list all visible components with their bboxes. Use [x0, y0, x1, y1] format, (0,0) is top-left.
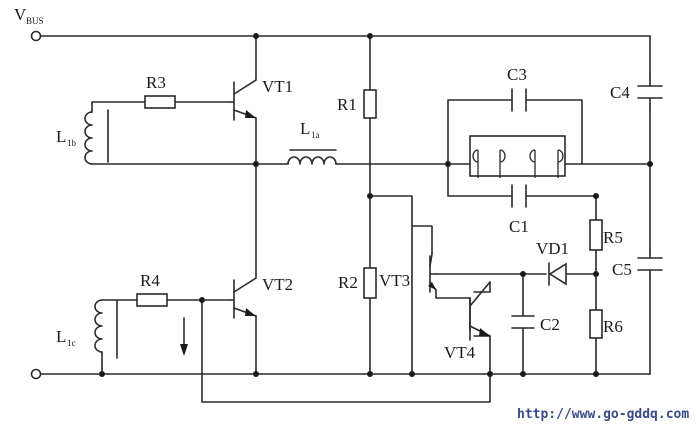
l1b-label: L	[56, 127, 66, 146]
vt2-label: VT2	[262, 275, 293, 294]
l1a-sub-label: 1a	[311, 130, 320, 140]
inductor-l1a	[287, 149, 337, 165]
resistor-r2	[363, 267, 377, 299]
resistor-r3	[144, 95, 176, 109]
capacitor-c2	[511, 315, 535, 329]
resistor-r4	[136, 293, 168, 307]
vbus-label: V	[14, 5, 27, 24]
capacitor-c4	[637, 77, 663, 107]
vbus-terminal	[30, 30, 42, 42]
r3-label: R3	[146, 73, 166, 92]
transistor-vt1	[229, 79, 257, 121]
r2-label: R2	[338, 273, 358, 292]
vbus-sub-label: BUS	[26, 16, 44, 26]
c3-label: C3	[507, 65, 527, 84]
l1c-label: L	[56, 327, 66, 346]
junction-dots	[99, 33, 653, 377]
c2-label: C2	[540, 315, 560, 334]
fluorescent-lamp	[469, 135, 566, 178]
vt3-label: VT3	[379, 271, 410, 290]
l1c-sub-label: 1c	[67, 338, 76, 348]
wires	[39, 35, 651, 403]
capacitor-c1	[511, 184, 527, 208]
transistor-vt4	[469, 281, 491, 341]
watermark-url: http://www.go-gddq.com	[517, 407, 689, 422]
resistor-r1	[363, 89, 377, 119]
r4-label: R4	[140, 271, 160, 290]
r1-label: R1	[337, 95, 357, 114]
c5-label: C5	[612, 260, 632, 279]
c1-label: C1	[509, 217, 529, 236]
capacitor-c3	[511, 88, 527, 112]
c4-label: C4	[610, 83, 630, 102]
inductor-l1c	[94, 299, 118, 363]
vt1-label: VT1	[262, 77, 293, 96]
transistor-vt2	[229, 277, 257, 319]
r6-label: R6	[603, 317, 623, 336]
labels: V BUS R3 R4 R1 R2 R5 R6 VT1 VT2 VT3 VT4 …	[14, 5, 632, 362]
r5-label: R5	[603, 228, 623, 247]
vt4-label: VT4	[444, 343, 476, 362]
vd1-label: VD1	[536, 239, 569, 258]
l1b-sub-label: 1b	[67, 138, 77, 148]
ground-terminal	[30, 368, 42, 380]
current-arrow-icon	[180, 317, 188, 356]
inductor-l1b	[84, 109, 109, 165]
capacitor-c5	[637, 249, 663, 278]
resistor-r5	[589, 219, 603, 251]
l1a-label: L	[300, 119, 310, 138]
resistor-r6	[589, 309, 603, 339]
transistor-vt3	[428, 253, 437, 293]
diode-vd1	[548, 262, 567, 286]
